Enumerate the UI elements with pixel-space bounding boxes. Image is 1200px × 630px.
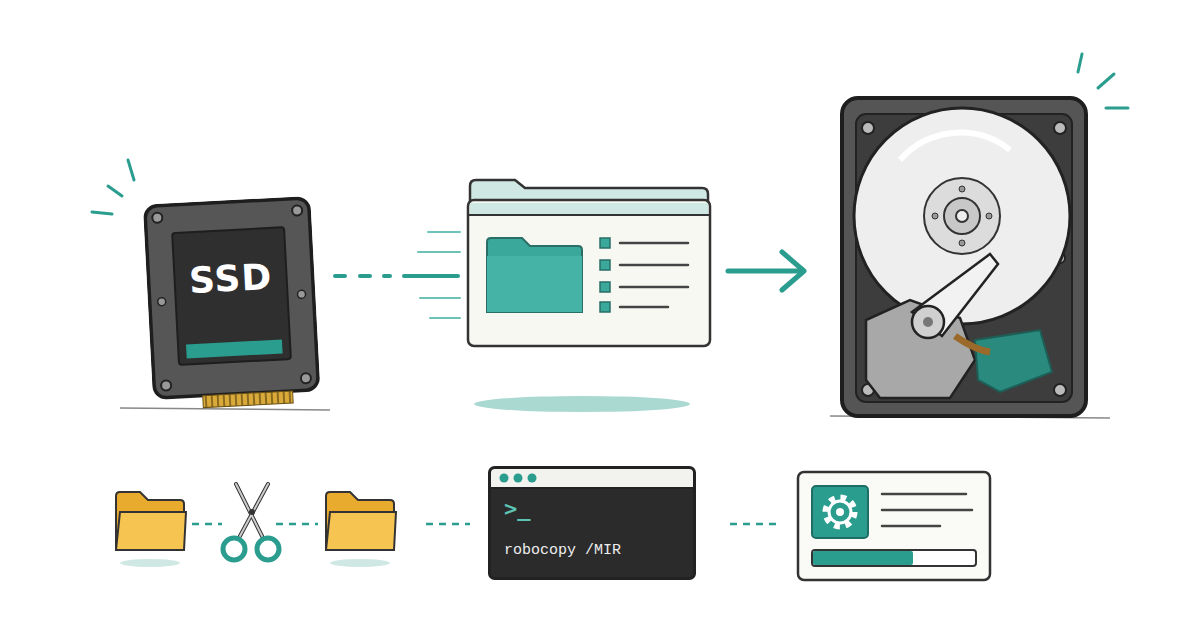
target-folder <box>326 492 396 567</box>
source-folder <box>116 492 186 567</box>
prompt-symbol: >_ <box>504 496 531 521</box>
command-text: robocopy /MIR <box>504 542 621 559</box>
ssd-body <box>143 196 322 415</box>
transfer-line <box>335 274 458 278</box>
speed-lines <box>418 232 460 318</box>
hard-disk-drive <box>830 98 1110 418</box>
sparkle <box>92 160 134 214</box>
drive-label: SSD <box>174 255 288 302</box>
folder-window <box>468 180 710 412</box>
settings-panel <box>798 472 990 580</box>
terminal-window: >_ robocopy /MIR <box>488 466 696 580</box>
sparkle <box>1078 54 1128 108</box>
transfer-arrow <box>728 252 804 290</box>
ssd-drive: SSD <box>143 196 322 415</box>
scissors-icon <box>223 484 279 560</box>
terminal-frame <box>488 466 696 580</box>
ground-line <box>120 408 330 410</box>
